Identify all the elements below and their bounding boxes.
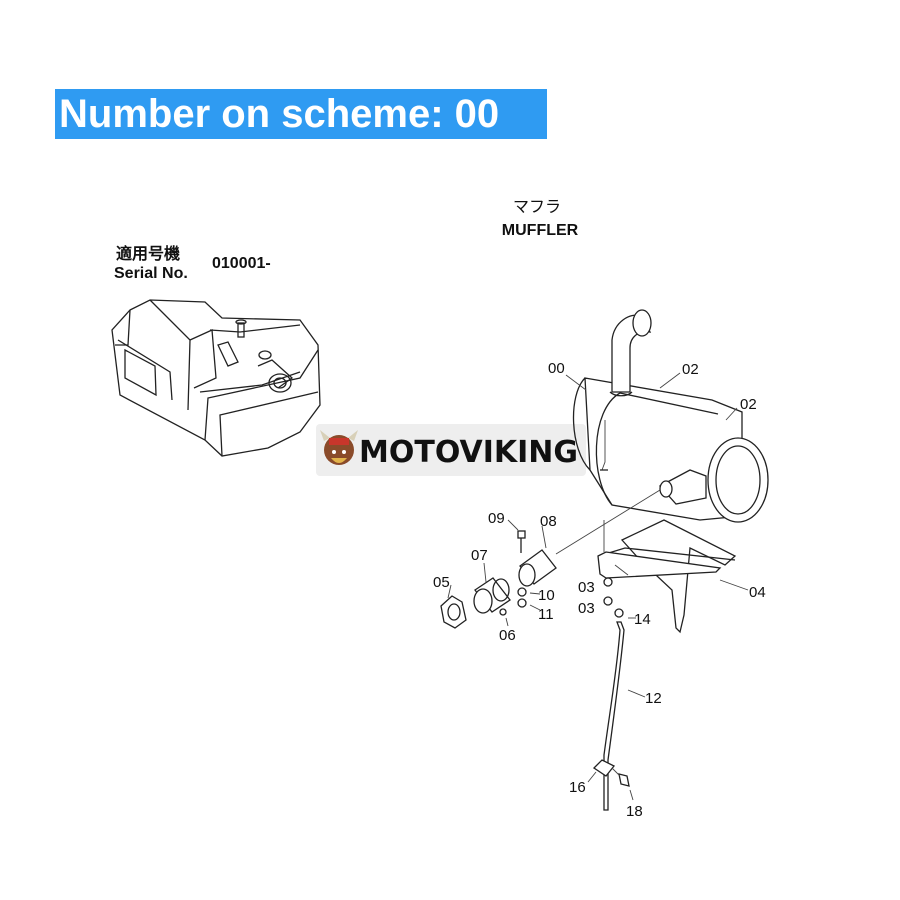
scheme-number-banner: Number on scheme: 00 (55, 89, 547, 139)
part-label-03-lower: 03 (578, 600, 595, 617)
part-label-02-top: 02 (682, 361, 699, 378)
viking-mascot-icon (320, 430, 358, 465)
serial-label-english: Serial No. (114, 265, 188, 282)
part-label-12: 12 (645, 690, 662, 707)
muffler-assembly (565, 309, 769, 523)
part-label-11: 11 (538, 606, 554, 623)
serial-value: 010001- (212, 255, 271, 272)
part-label-10: 10 (538, 587, 555, 604)
part-label-02-right: 02 (740, 396, 757, 413)
serial-label-japanese: 適用号機 (116, 244, 180, 263)
watermark: MOTOVIKING (316, 424, 586, 476)
support-rod (587, 577, 646, 811)
heat-shield-bracket (597, 519, 749, 634)
watermark-text: MOTOVIKING (359, 435, 578, 470)
excavator-illustration (111, 299, 321, 457)
small-parts-left (440, 489, 661, 629)
part-label-18: 18 (626, 803, 643, 820)
title-japanese: マフラ (513, 199, 561, 216)
part-label-05: 05 (433, 574, 450, 591)
part-label-09: 09 (488, 510, 505, 527)
part-label-06: 06 (499, 627, 516, 644)
part-label-03-upper: 03 (578, 579, 595, 596)
title-english: MUFFLER (502, 222, 579, 239)
part-label-08: 08 (540, 513, 557, 530)
part-label-07: 07 (471, 547, 488, 564)
part-label-14: 14 (634, 611, 651, 628)
part-label-16: 16 (569, 779, 586, 796)
part-label-00: 00 (548, 360, 565, 377)
part-label-04: 04 (749, 584, 766, 601)
